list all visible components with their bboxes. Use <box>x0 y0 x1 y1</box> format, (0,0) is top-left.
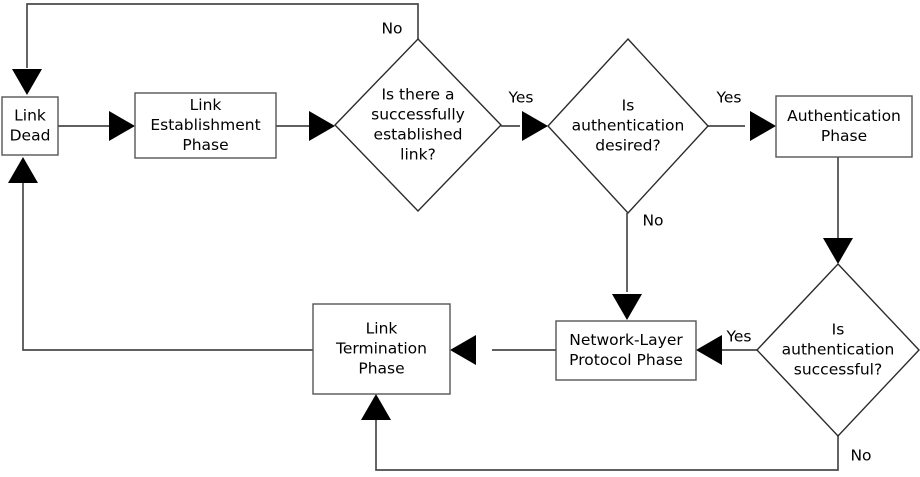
edge-authentication-successful-no-to-link-termination <box>361 394 839 471</box>
edge-link-dead-to-link-establishment <box>58 111 135 141</box>
edge-established-link-no-to-link-dead <box>12 3 419 95</box>
edges-layer <box>8 3 853 471</box>
edge-network-layer-phase-to-link-termination-arrowhead <box>450 335 476 365</box>
authentication-successful-decision-node-label-line-3: successful? <box>794 361 882 379</box>
link-establishment-phase-node-label-line-2: Establishment <box>150 116 260 134</box>
edge-label-no: No <box>850 447 871 465</box>
link-dead-node-label-line-1: Link <box>14 107 46 125</box>
authentication-phase-node-label-line-2: Phase <box>821 127 867 145</box>
link-termination-phase-node-label-line-1: Link <box>366 320 398 338</box>
network-layer-protocol-phase-node-label-line-2: Protocol Phase <box>569 351 683 369</box>
edge-authentication-phase-to-authentication-successful-arrowhead <box>823 238 853 264</box>
edge-network-layer-phase-to-link-termination <box>450 335 556 365</box>
established-link-decision-node-label-line-1: Is there a <box>381 86 454 104</box>
established-link-decision-node-label-line-3: established <box>374 126 463 144</box>
authentication-desired-decision-node[interactable]: Is authentication desired? <box>547 37 709 215</box>
edge-authentication-successful-yes-to-network-layer-phase <box>696 335 757 365</box>
edge-label-no: No <box>642 212 663 230</box>
edge-label-yes: Yes <box>507 89 533 107</box>
established-link-decision-node-shape[interactable] <box>334 37 502 213</box>
edge-link-termination-to-link-dead <box>8 157 313 351</box>
edge-label-yes: Yes <box>725 328 751 346</box>
authentication-successful-decision-node-label-line-2: authentication <box>782 341 895 359</box>
edge-authentication-successful-no-to-link-termination-line <box>375 420 839 471</box>
link-termination-phase-node-shape[interactable] <box>312 303 451 395</box>
authentication-desired-decision-node-label-line-3: desired? <box>595 137 660 155</box>
link-establishment-phase-node-label-line-1: Link <box>190 96 222 114</box>
network-layer-protocol-phase-node-shape[interactable] <box>555 320 697 381</box>
edge-authentication-successful-yes-to-network-layer-phase-arrowhead <box>696 335 722 365</box>
link-dead-node-label-line-2: Dead <box>10 127 51 145</box>
edge-label-no: No <box>381 20 402 38</box>
edge-authentication-desired-no-to-network-layer-phase-arrowhead <box>612 294 642 320</box>
edge-link-termination-to-link-dead-line <box>22 182 313 351</box>
link-termination-phase-node-label-line-3: Phase <box>358 360 404 378</box>
network-layer-protocol-phase-node-label-line-1: Network-Layer <box>569 331 683 349</box>
authentication-phase-node-shape[interactable] <box>775 95 913 158</box>
edge-authentication-phase-to-authentication-successful <box>823 157 853 264</box>
authentication-phase-node-label-line-1: Authentication <box>787 107 901 125</box>
link-termination-phase-node-label-line-2: Termination <box>335 340 427 358</box>
authentication-desired-decision-node-shape[interactable] <box>547 37 709 215</box>
edge-authentication-desired-yes-to-authentication-phase-arrowhead <box>750 111 776 141</box>
edge-established-link-yes-to-authentication-desired <box>501 111 548 141</box>
edge-established-link-yes-to-authentication-desired-arrowhead <box>522 111 548 141</box>
established-link-decision-node[interactable]: Is there a successfully established link? <box>334 37 502 213</box>
edge-label-yes: Yes <box>715 89 741 107</box>
edge-established-link-no-to-link-dead-arrowhead <box>12 69 42 95</box>
link-establishment-phase-node-shape[interactable] <box>134 92 277 159</box>
link-dead-node-shape[interactable] <box>1 96 59 156</box>
edge-link-dead-to-link-establishment-arrowhead <box>109 111 135 141</box>
established-link-decision-node-label-line-2: successfully <box>371 106 465 124</box>
established-link-decision-node-label-line-4: link? <box>400 146 436 164</box>
authentication-successful-decision-node[interactable]: Is authentication successful? <box>756 262 920 438</box>
authentication-successful-decision-node-label-line-1: Is <box>832 321 845 339</box>
link-establishment-phase-node-label-line-3: Phase <box>182 136 228 154</box>
authentication-successful-decision-node-shape[interactable] <box>756 262 920 438</box>
edge-authentication-desired-yes-to-authentication-phase <box>708 111 776 141</box>
edge-link-establishment-to-established-link-decision <box>276 111 335 141</box>
authentication-desired-decision-node-label-line-2: authentication <box>572 117 685 135</box>
edge-link-termination-to-link-dead-arrowhead <box>8 157 38 183</box>
authentication-desired-decision-node-label-line-1: Is <box>622 97 635 115</box>
edge-authentication-desired-no-to-network-layer-phase <box>612 213 642 320</box>
edge-authentication-successful-no-to-link-termination-arrowhead <box>361 394 391 420</box>
edge-established-link-no-to-link-dead-line <box>26 3 419 68</box>
edge-link-establishment-to-established-link-decision-arrowhead <box>309 111 335 141</box>
